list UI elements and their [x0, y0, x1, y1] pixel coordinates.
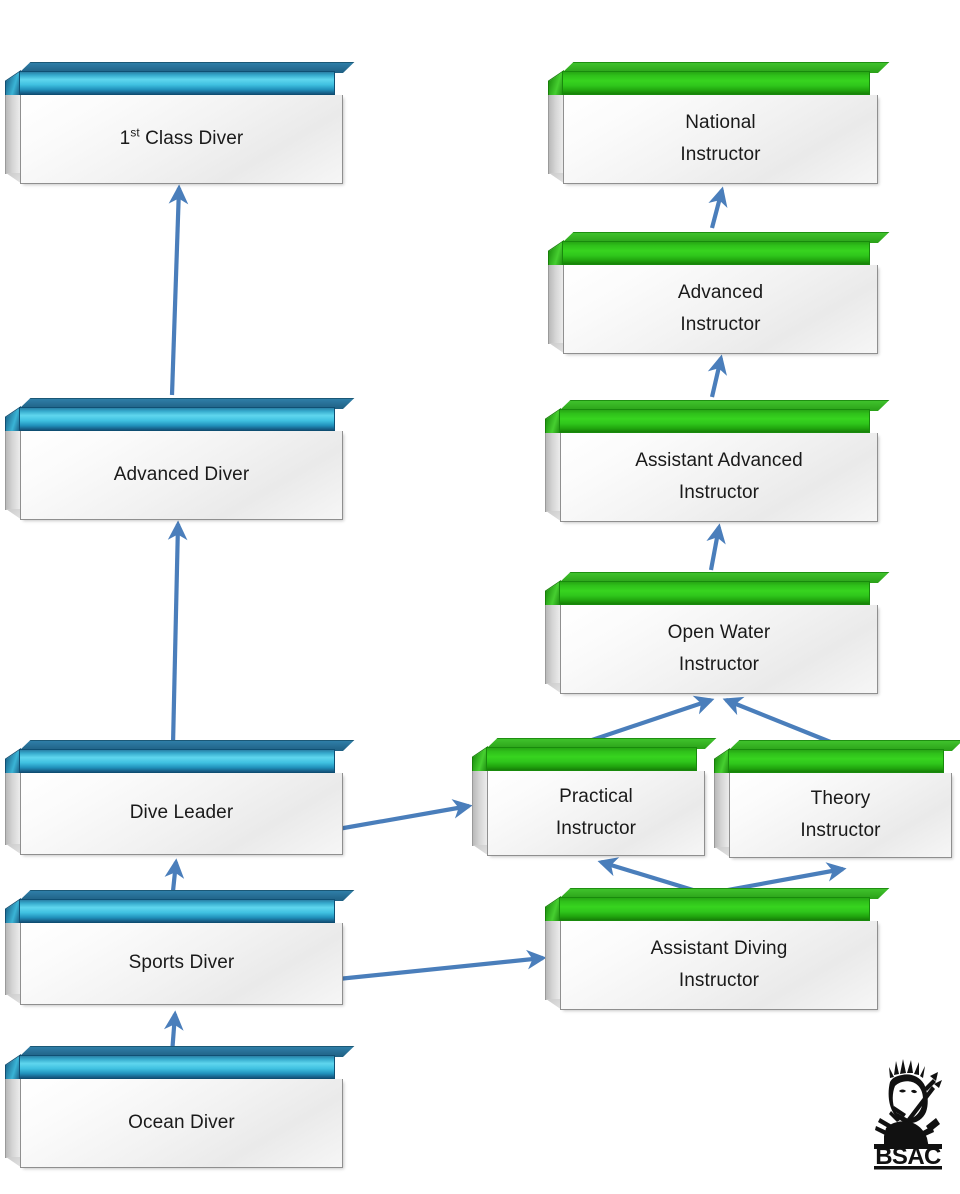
- box-body-face: Assistant Advanced Instructor: [560, 433, 878, 522]
- box-lid: [545, 400, 890, 444]
- node-label-line1: Assistant Advanced: [635, 449, 803, 471]
- box-body-side: [714, 773, 730, 848]
- node-label: Advanced Diver: [113, 463, 250, 485]
- node-assistant-diving-instructor[interactable]: Assistant Diving Instructor: [545, 888, 890, 1010]
- arrow-dive-leader-to-practical: [337, 799, 473, 832]
- box-body-side: [548, 95, 564, 174]
- node-label-line1: Practical: [559, 785, 633, 807]
- bsac-logo: BSAC: [874, 1059, 942, 1170]
- box-lid-face: [559, 581, 870, 605]
- box-lid-face: [562, 71, 870, 95]
- node-label-line2: Instructor: [800, 820, 881, 841]
- node-label: Dive Leader: [129, 802, 234, 824]
- box-lid-face: [19, 407, 335, 431]
- node-label-line1: Advanced: [677, 281, 764, 303]
- box-body-side: [545, 605, 561, 684]
- box-lid-face: [19, 899, 335, 923]
- box-lid-face: [728, 749, 944, 773]
- node-theory-instructor[interactable]: Theory Instructor: [714, 740, 960, 858]
- box-lid: [5, 62, 355, 106]
- node-label-line1: Theory: [810, 787, 871, 809]
- box-lid-face: [559, 409, 870, 433]
- node-label-line1: Open Water: [667, 621, 771, 643]
- box-lid: [5, 740, 355, 784]
- arrow-advanced-to-national: [708, 186, 728, 229]
- node-label-line2: Instructor: [678, 482, 760, 503]
- node-ocean-diver[interactable]: Ocean Diver: [5, 1046, 355, 1168]
- bsac-wordmark: BSAC: [875, 1143, 941, 1170]
- box-body-face: Advanced Diver: [20, 431, 343, 520]
- box-body-side: [5, 923, 21, 995]
- box-body-side: [5, 773, 21, 845]
- node-label: Open Water Instructor: [668, 617, 771, 682]
- arrow-dive-leader-to-advanced: [167, 520, 188, 746]
- node-dive-leader[interactable]: Dive Leader: [5, 740, 355, 855]
- node-sports-diver[interactable]: Sports Diver: [5, 890, 355, 1005]
- box-body-side: [545, 921, 561, 1000]
- box-lid: [545, 572, 890, 616]
- box-body-side: [5, 431, 21, 510]
- arrow-asst-advanced-to-advanced: [707, 354, 727, 398]
- box-body-face: Assistant Diving Instructor: [560, 921, 878, 1010]
- box-body-face: 1st Class Diver: [20, 95, 343, 184]
- box-body-face: National Instructor: [563, 95, 878, 184]
- node-label: Ocean Diver: [128, 1111, 235, 1133]
- arrow-practical-to-openwater: [588, 695, 715, 743]
- node-label: Practical Instructor: [556, 781, 636, 846]
- box-lid: [5, 1046, 355, 1090]
- arrow-advanced-to-first-class: [168, 184, 189, 396]
- arrow-theory-to-openwater: [722, 696, 839, 747]
- box-body-side: [548, 265, 564, 344]
- node-assistant-advanced-instructor[interactable]: Assistant Advanced Instructor: [545, 400, 890, 522]
- node-label-line2: Instructor: [678, 654, 760, 675]
- box-lid-face: [19, 749, 335, 773]
- node-advanced-diver[interactable]: Advanced Diver: [5, 398, 355, 520]
- node-label-line2: Instructor: [555, 818, 637, 839]
- box-body-side: [472, 771, 488, 846]
- box-lid: [5, 398, 355, 442]
- node-label: 1st Class Diver: [119, 126, 244, 149]
- node-label: Assistant Diving Instructor: [651, 933, 788, 998]
- box-body-face: Theory Instructor: [729, 773, 952, 858]
- node-label-line2: Instructor: [678, 970, 760, 991]
- node-advanced-instructor[interactable]: Advanced Instructor: [548, 232, 890, 354]
- box-lid: [548, 62, 890, 106]
- node-label: Sports Diver: [128, 952, 235, 974]
- node-national-instructor[interactable]: National Instructor: [548, 62, 890, 184]
- node-label: Theory Instructor: [800, 783, 880, 848]
- box-body-side: [545, 433, 561, 512]
- node-label: National Instructor: [680, 107, 760, 172]
- node-open-water-instructor[interactable]: Open Water Instructor: [545, 572, 890, 694]
- node-first-class-diver[interactable]: 1st Class Diver: [5, 62, 355, 184]
- box-lid: [5, 890, 355, 934]
- box-body-side: [5, 1079, 21, 1158]
- box-lid: [545, 888, 890, 932]
- box-body-face: Advanced Instructor: [563, 265, 878, 354]
- arrow-sports-to-assistant-diving: [337, 949, 547, 982]
- box-body-face: Open Water Instructor: [560, 605, 878, 694]
- arrow-openwater-to-asst-advanced: [706, 523, 726, 571]
- box-body-face: Sports Diver: [20, 923, 343, 1005]
- box-lid-face: [19, 1055, 335, 1079]
- box-lid-face: [19, 71, 335, 95]
- node-practical-instructor[interactable]: Practical Instructor: [472, 738, 717, 856]
- node-label-line2: Instructor: [680, 144, 761, 165]
- node-label-line1: National: [685, 111, 756, 133]
- node-label: Assistant Advanced Instructor: [635, 445, 803, 510]
- box-lid: [714, 740, 960, 784]
- node-label: Advanced Instructor: [678, 277, 763, 342]
- box-lid-face: [486, 747, 697, 771]
- box-body-face: Ocean Diver: [20, 1079, 343, 1168]
- box-lid: [472, 738, 717, 782]
- box-body-face: Practical Instructor: [487, 771, 705, 856]
- box-lid-face: [562, 241, 870, 265]
- box-body-face: Dive Leader: [20, 773, 343, 855]
- box-lid-face: [559, 897, 870, 921]
- node-label-line1: Assistant Diving: [650, 937, 788, 959]
- box-lid: [548, 232, 890, 276]
- box-body-side: [5, 95, 21, 174]
- node-label-line2: Instructor: [680, 314, 761, 335]
